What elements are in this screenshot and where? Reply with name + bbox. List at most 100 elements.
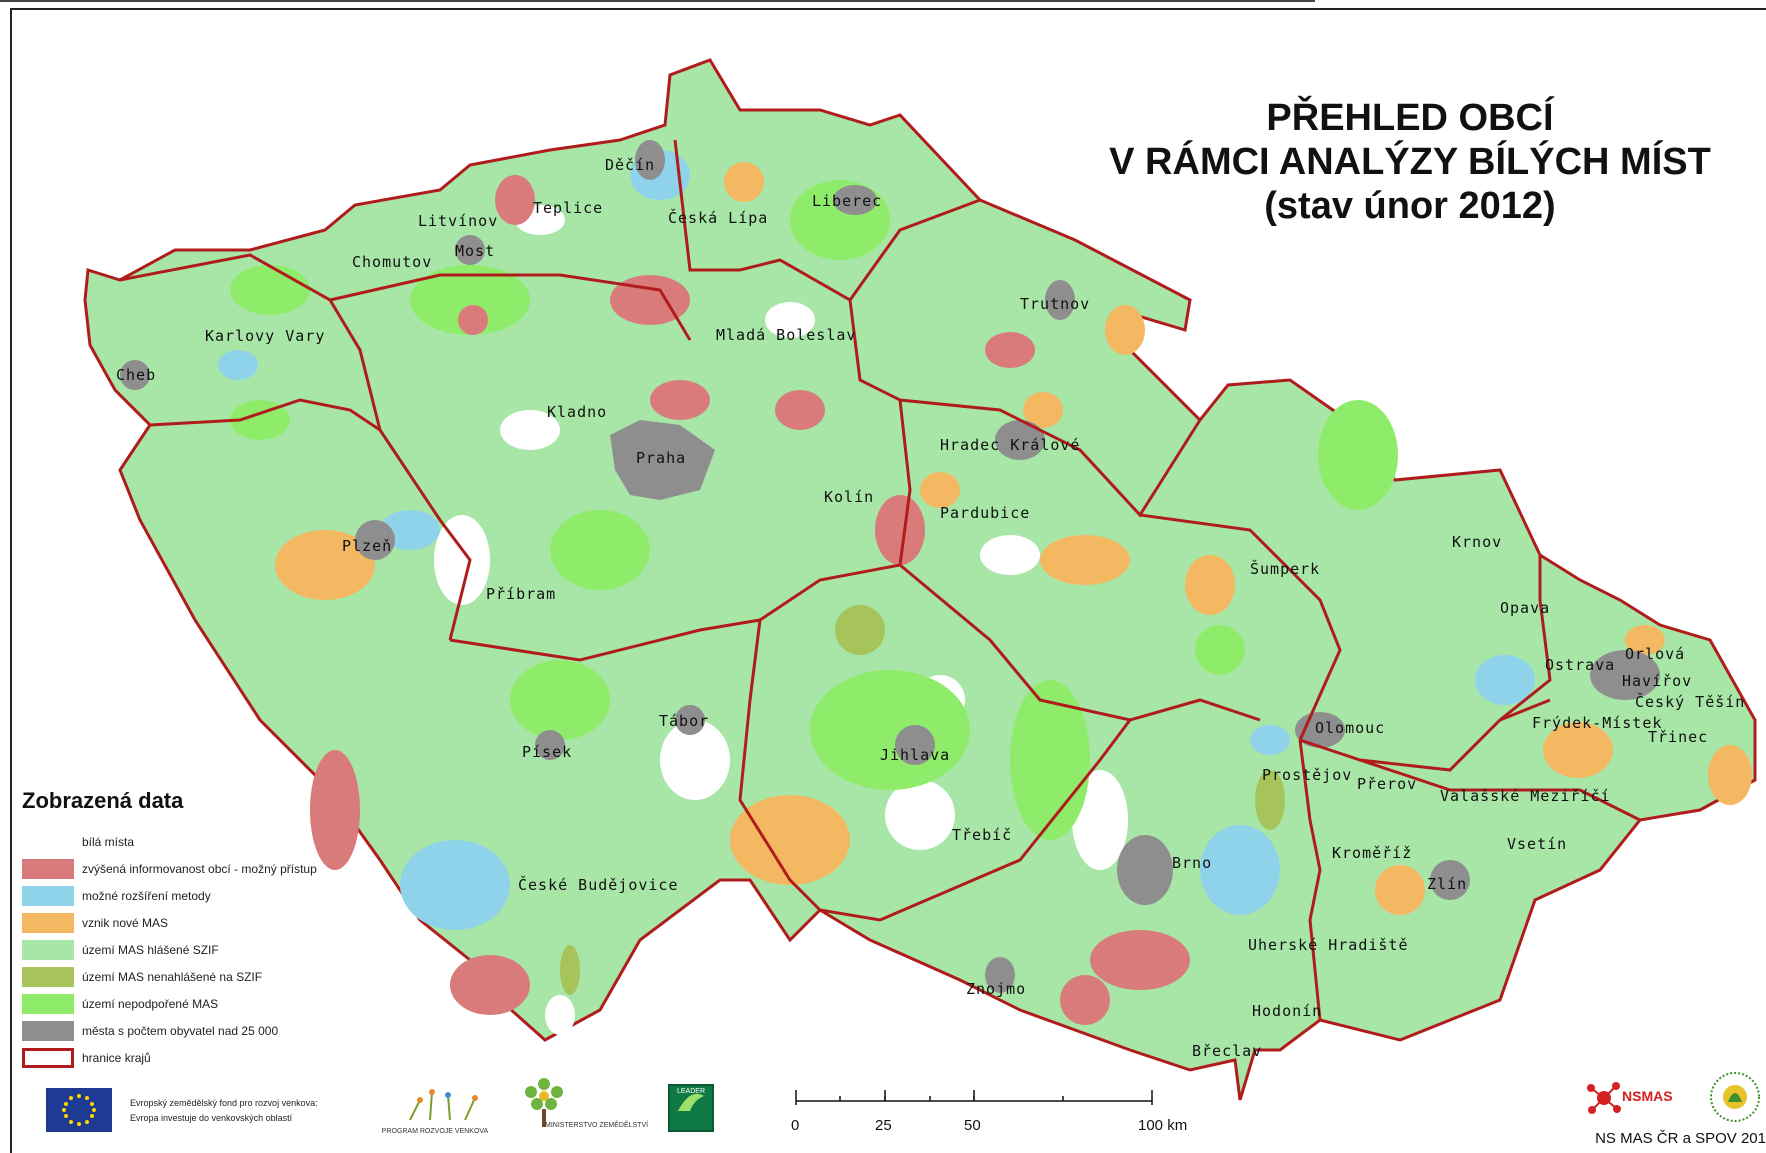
city-label: Cheb	[116, 366, 156, 384]
city-label: Trutnov	[1020, 295, 1090, 313]
city-label: Česká Lípa	[668, 208, 768, 227]
scale-bar	[795, 1090, 1153, 1105]
method-extension-areas	[218, 150, 1535, 930]
nsmas-logo: NSMAS	[1586, 1080, 1676, 1120]
scale-label-100: 100 km	[1138, 1117, 1187, 1134]
city-label: Orlová	[1625, 645, 1685, 663]
map-title: PŘEHLED OBCÍ V RÁMCI ANALÝZY BÍLÝCH MÍST…	[1080, 96, 1740, 228]
city-label: Kladno	[547, 403, 607, 421]
eu-text-2: Evropa investuje do venkovských oblastí	[130, 1113, 293, 1123]
praha-area	[610, 420, 715, 500]
city-label: České Budějovice	[518, 875, 679, 894]
legend-rows: bílá místa zvýšená informovanost obcí - m…	[22, 828, 402, 1071]
region-borders	[119, 139, 1641, 1021]
legend-item: bílá místa	[22, 828, 402, 855]
city-label: Chomutov	[352, 253, 432, 271]
legend-swatch	[22, 1047, 74, 1068]
city-label: Hradec Králové	[940, 436, 1080, 454]
city-label: Mladá Boleslav	[716, 326, 856, 344]
city-label: Hodonín	[1252, 1002, 1322, 1020]
legend-label: území nepodpořené MAS	[82, 996, 219, 1011]
prv-text: PROGRAM ROZVOJE VENKOVA	[381, 1128, 489, 1135]
city-label: Liberec	[812, 192, 882, 210]
mze-text: MINISTERSTVO ZEMĚDĚLSTVÍ	[545, 1122, 649, 1129]
legend-label: možné rozšíření metody	[82, 888, 211, 903]
city-label: Brno	[1172, 854, 1212, 872]
legend-swatch	[22, 858, 74, 879]
city-label: Jihlava	[880, 746, 950, 764]
city-label: Příbram	[486, 585, 556, 603]
city-label: Karlovy Vary	[205, 327, 325, 345]
legend-label: zvýšená informovanost obcí - možný příst…	[82, 861, 317, 876]
title-line-1: PŘEHLED OBCÍ	[1266, 97, 1554, 139]
top-rule	[0, 0, 1315, 2]
city-label: Frýdek-Místek	[1532, 714, 1662, 732]
unreported-mas-areas	[560, 605, 1285, 995]
footer: Evropský zemědělský fond pro rozvoj venk…	[0, 1070, 1766, 1153]
legend-item: možné rozšíření metody	[22, 882, 402, 909]
legend-swatch	[22, 1020, 74, 1041]
city-label: Český Těšín	[1635, 692, 1745, 711]
legend-swatch	[22, 912, 74, 933]
eu-text-1: Evropský zemědělský fond pro rozvoj venk…	[130, 1098, 318, 1108]
city-label: Třinec	[1648, 728, 1708, 746]
city-label: Praha	[636, 449, 686, 467]
legend-swatch	[22, 831, 74, 852]
leader-text: LEADER	[676, 1088, 705, 1095]
city-label: Třebíč	[952, 826, 1012, 844]
city-label: Břeclav	[1192, 1042, 1262, 1060]
increased-awareness-areas	[310, 175, 1190, 1025]
city-label: Zlín	[1427, 875, 1467, 893]
city-label: Olomouc	[1315, 719, 1385, 737]
legend-title: Zobrazená data	[22, 788, 184, 813]
city-label: Plzeň	[342, 537, 392, 555]
legend-label: vznik nové MAS	[82, 915, 169, 930]
city-label: Vsetín	[1507, 835, 1567, 853]
legend-item: území MAS nenahlášené na SZIF	[22, 963, 402, 990]
city-label: Pardubice	[940, 504, 1030, 522]
credit-text: NS MAS ČR a SPOV 201	[1595, 1130, 1766, 1147]
city-label: Valašské Meziříčí	[1440, 787, 1611, 805]
legend-label: hranice krajů	[82, 1050, 151, 1065]
city-label: Šumperk	[1250, 559, 1320, 578]
city-label: Most	[455, 242, 495, 260]
title-line-3: (stav únor 2012)	[1264, 185, 1556, 227]
legend-item: vznik nové MAS	[22, 909, 402, 936]
city-label: Písek	[522, 743, 572, 761]
city-label: Havířov	[1622, 672, 1692, 690]
legend-item: území MAS hlášené SZIF	[22, 936, 402, 963]
white-spots	[434, 205, 1128, 1035]
city-label: Uherské Hradiště	[1248, 936, 1409, 954]
city-label: Teplice	[533, 199, 603, 217]
city-label: Krnov	[1452, 533, 1502, 551]
city-label: Prostějov	[1262, 766, 1352, 784]
nsmas-text: NSMAS	[1622, 1088, 1673, 1104]
new-mas-areas	[275, 162, 1752, 915]
city-label: Litvínov	[418, 212, 498, 230]
city-label: Tábor	[659, 712, 709, 730]
legend-label: území MAS hlášené SZIF	[82, 942, 219, 957]
unsupported-areas	[230, 180, 1398, 840]
legend-label: území MAS nenahlášené na SZIF	[82, 969, 263, 984]
legend-item: města s počtem obyvatel nad 25 000	[22, 1017, 402, 1044]
leader-logo: LEADER	[668, 1084, 714, 1132]
scale-label-50: 50	[964, 1117, 981, 1134]
legend-swatch	[22, 993, 74, 1014]
spov-logo	[1708, 1070, 1762, 1124]
city-label: Opava	[1500, 599, 1550, 617]
city-label: Kolín	[824, 488, 874, 506]
legend-label: bílá místa	[82, 834, 135, 849]
city-label: Přerov	[1357, 775, 1417, 793]
legend: Zobrazená data bílá místa zvýšená informo…	[22, 788, 402, 1071]
city-label: Ostrava	[1545, 656, 1615, 674]
legend-swatch	[22, 939, 74, 960]
city-label: Děčín	[605, 156, 655, 174]
map-frame	[10, 8, 1766, 1153]
large-city-areas	[120, 140, 1660, 993]
scale-label-0: 0	[791, 1117, 799, 1134]
mze-logo: MINISTERSTVO ZEMĚDĚLSTVÍ	[515, 1074, 655, 1144]
legend-item: hranice krajů	[22, 1044, 402, 1071]
scale-label-25: 25	[875, 1117, 892, 1134]
